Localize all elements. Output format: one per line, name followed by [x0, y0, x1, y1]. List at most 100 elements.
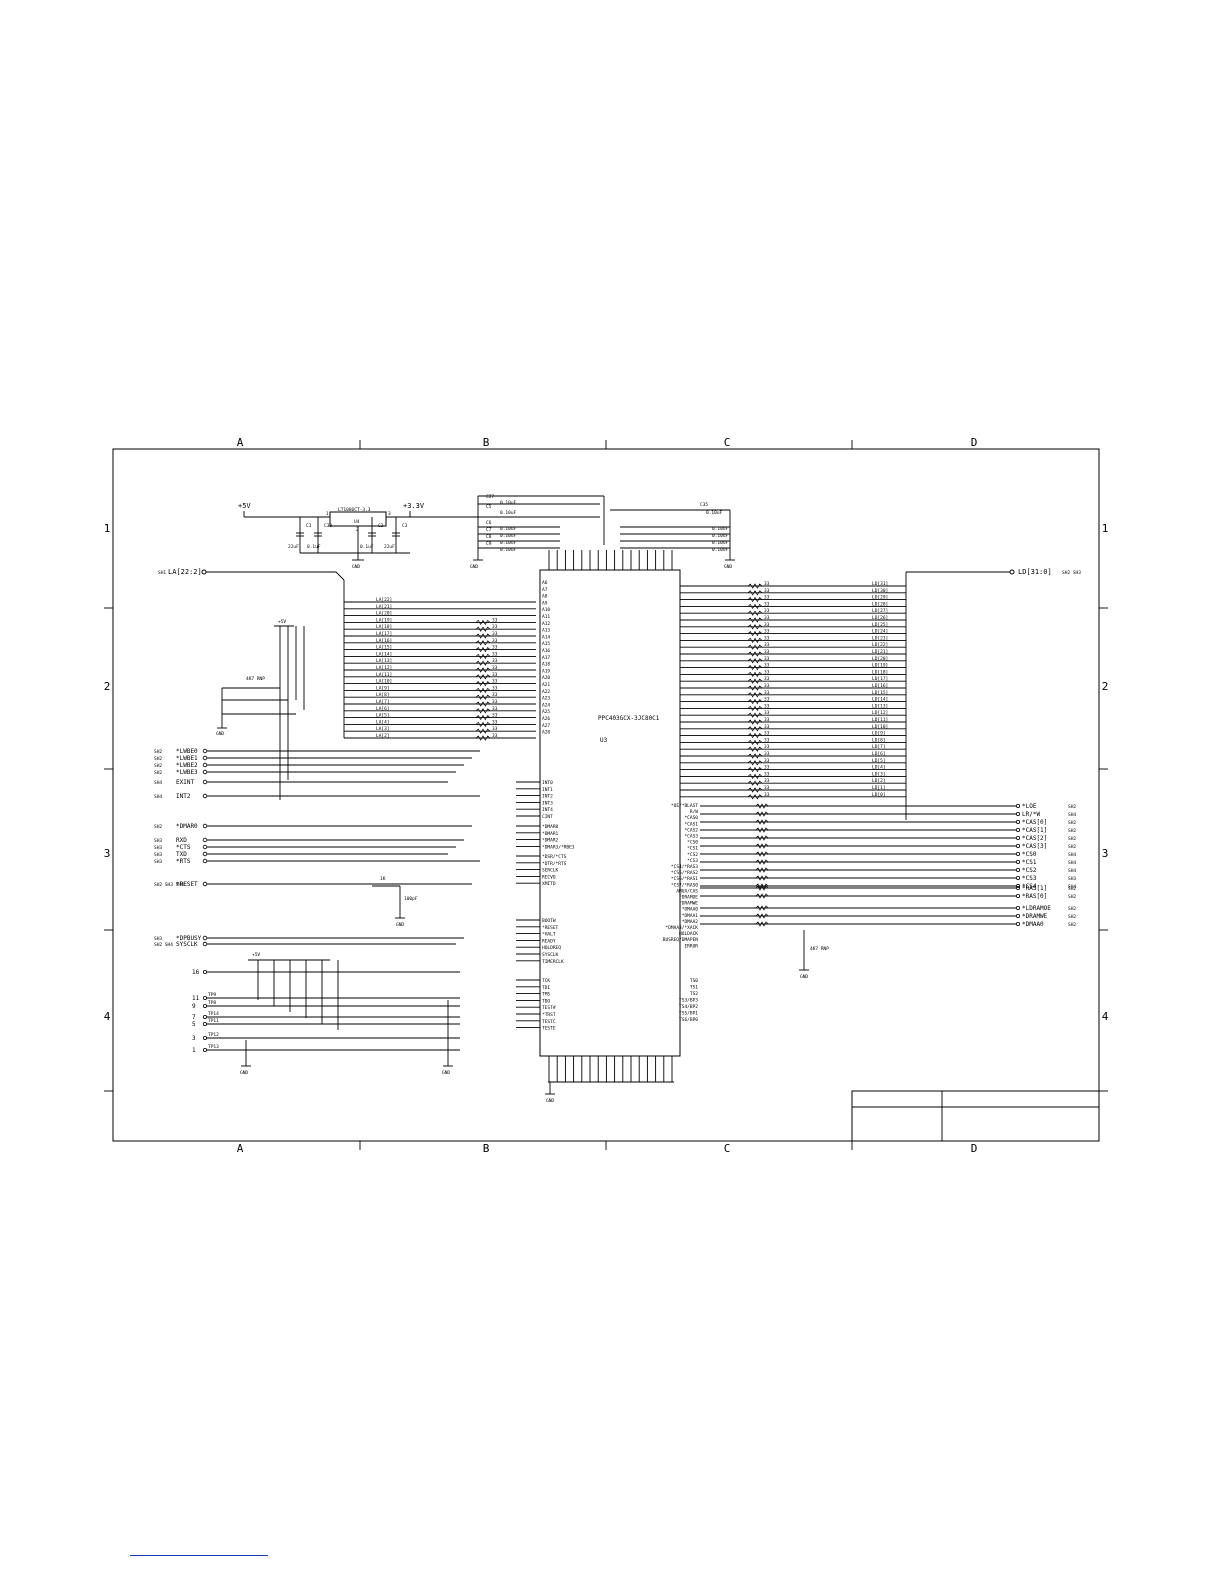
address-line-label: LA[9] [376, 685, 390, 691]
control-series-resistor [755, 843, 769, 849]
address-pin-name: A13 [542, 628, 550, 634]
port-connector [202, 837, 208, 843]
address-resistor-value: 33 [492, 692, 498, 698]
output-port [1016, 868, 1021, 873]
data-resistor-value: 33 [764, 615, 770, 621]
address-line-label: LA[4] [376, 719, 390, 725]
ic-control-pin-name: *CS4/*RAS3 [671, 864, 698, 870]
address-resistor-value: 33 [492, 713, 498, 719]
zone-col-d-top: D [971, 436, 978, 449]
gnd-label-jtag: GND [442, 1070, 450, 1076]
address-series-resistor [475, 687, 491, 694]
port-name: *DMAR0 [176, 823, 198, 830]
output-sheet-ref: SH4 [1068, 812, 1076, 818]
output-port-name: *CS3 [1022, 875, 1037, 882]
header-pin-number: 16 [192, 969, 200, 976]
data-series-resistor [747, 726, 763, 732]
main-processor: PPC403GCX-3JC80C1 U3 GND [539, 550, 681, 1104]
data-resistor-value: 33 [764, 629, 770, 635]
ic-control-pin-name: *CAS1 [684, 821, 698, 827]
gnd-label-ic: GND [546, 1098, 554, 1104]
header-pin-number: 11 [192, 995, 200, 1002]
decap-value-7: 0.10uF [706, 510, 723, 516]
address-line-label: LA[14] [376, 651, 392, 657]
ic-pin-name: INT3 [542, 800, 553, 806]
address-line-label: LA[5] [376, 713, 390, 719]
control-series-resistor [755, 827, 769, 833]
ic-pin-name: *DMAR3/*RBE3 [542, 844, 575, 850]
output-port [1016, 922, 1021, 927]
cap-value-4: 22uF [384, 544, 395, 550]
zone-col-b-top: B [483, 436, 490, 449]
address-pin-name: A16 [542, 648, 550, 654]
footer-link-underline[interactable] [130, 1555, 268, 1556]
zone-row-2-right: 2 [1102, 680, 1109, 693]
data-series-resistor [747, 678, 763, 684]
zone-col-c-top: C [724, 436, 731, 449]
data-resistor-value: 33 [764, 635, 770, 641]
ic-pin-name: INT1 [542, 787, 553, 793]
data-line-label: LD[7] [872, 744, 886, 750]
regulator-ref: U4 [354, 519, 360, 525]
ic-pin-name: SERCLK [542, 868, 559, 874]
data-series-resistor [747, 637, 763, 644]
ic-test-pin-name: TS6/BP0 [679, 1017, 698, 1023]
address-pin-name: A14 [542, 634, 550, 640]
zone-col-d-bottom: D [971, 1142, 978, 1155]
address-series-resistor [475, 714, 491, 721]
address-pin-name: A20 [542, 675, 550, 681]
ic-test-pin-name: TS2 [690, 991, 698, 997]
data-resistor-value: 33 [764, 792, 770, 798]
ic-control-pin-name: *CS5/*RAS2 [671, 870, 698, 876]
cap-value-1: 22uF [288, 544, 299, 550]
ic-pin-name: TMS [542, 992, 550, 998]
address-line-label: LA[22] [376, 597, 392, 603]
port-sheet-ref: SH3 [154, 845, 162, 851]
ic-control-pin-name: *CAS0 [684, 815, 698, 821]
data-line-label: LD[18] [872, 669, 888, 675]
output-port [1016, 828, 1021, 833]
ic-u3-body [539, 569, 681, 1057]
data-series-resistor [747, 624, 763, 630]
port-sheet-ref: SH2 [154, 756, 162, 762]
reset-network: 1K 100pF GND [372, 876, 418, 928]
ic-control-pin-name: *CS2 [687, 852, 698, 858]
data-line-label: LD[2] [872, 778, 886, 784]
gnd-pin-group [548, 1056, 673, 1082]
ic-test-pin-name: TS0 [690, 978, 698, 984]
port-name: *LWBE1 [176, 755, 198, 762]
output-port [1016, 820, 1021, 825]
output-sheet-ref: SH2 [1068, 914, 1076, 920]
data-line-label: LD[14] [872, 697, 888, 703]
ic-control-pin-name: AMUX/CAS [676, 888, 698, 894]
control-series-resistor [755, 883, 769, 889]
pullup-network: +5V 4K7 RNP GND [216, 619, 305, 800]
address-line-label: LA[17] [376, 631, 392, 637]
control-series-resistor [755, 819, 769, 825]
port-name: *LWBE0 [176, 748, 198, 755]
address-line-label: LA[2] [376, 733, 390, 739]
output-sheet-ref: SH2 [1068, 894, 1076, 900]
address-line-label: LA[12] [376, 665, 392, 671]
address-pin-name: A24 [542, 702, 550, 708]
ic-control-pin-name: *CS7/*RAS0 [671, 882, 698, 888]
output-sheet-ref: SH2 [1068, 922, 1076, 928]
port-connector [202, 793, 208, 799]
test-point-label: TP13 [208, 1044, 219, 1050]
data-line-label: LD[22] [872, 642, 888, 648]
header-v5: +5V [252, 952, 260, 958]
header-pin-number: 7 [192, 1014, 196, 1021]
output-port-name: *CS4 [1022, 883, 1037, 890]
test-point-label: TP11 [208, 1018, 219, 1024]
output-port [1016, 860, 1021, 865]
lai-bus-label: LA[22:2] [168, 568, 202, 576]
data-resistor-value: 33 [764, 710, 770, 716]
output-port-name: *CAS[3] [1022, 843, 1047, 850]
ic-control-pin-name: *DMAA3/*XACK [665, 925, 698, 931]
header-pin-number: 5 [192, 1021, 196, 1028]
ic-pin-name: *DMAR1 [542, 831, 559, 837]
address-line-label: LA[18] [376, 624, 392, 630]
